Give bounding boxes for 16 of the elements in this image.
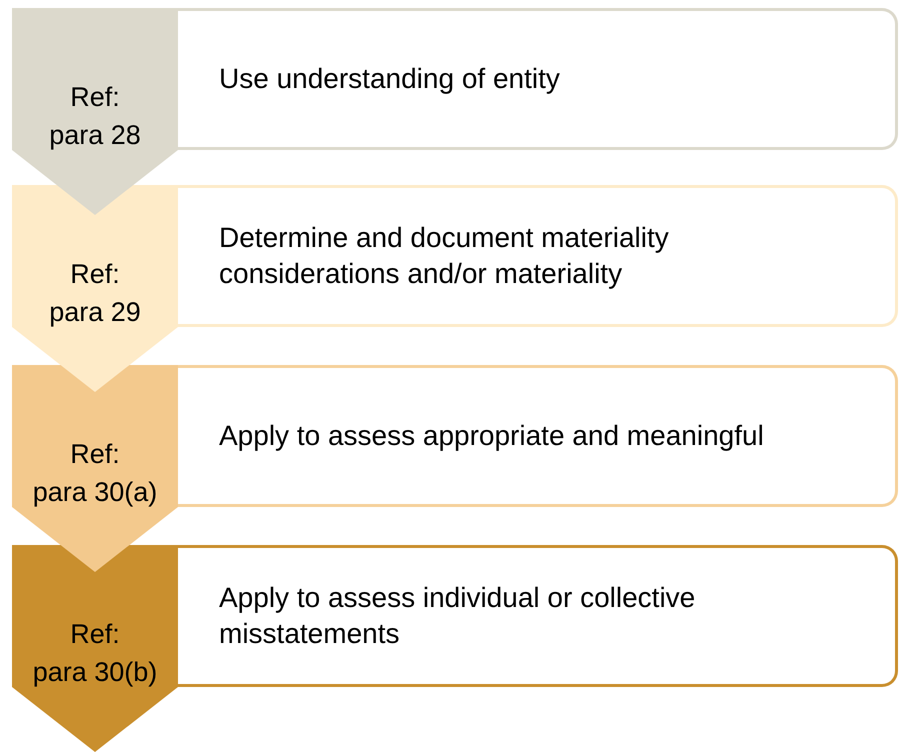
reference-label: para 30(b) — [32, 656, 158, 689]
reference-label: para 28 — [49, 119, 141, 152]
reference-label: para 30(a) — [32, 476, 158, 509]
step-box — [178, 365, 898, 507]
step-box — [178, 8, 898, 150]
reference-label: Ref: — [70, 81, 120, 114]
step-text: Apply to assess appropriate and meaningful — [219, 419, 764, 453]
reference-label: Ref: — [70, 258, 120, 291]
reference-label: Ref: — [70, 618, 120, 651]
reference-label: Ref: — [70, 438, 120, 471]
step-text: Use understanding of entity — [219, 62, 560, 96]
step-text: Determine and document materiality considerations and/or materiality — [219, 221, 670, 291]
step-box — [178, 185, 898, 327]
step-box — [178, 545, 898, 687]
step-text: Apply to assess individual or collective misstatements — [219, 581, 696, 651]
reference-label: para 29 — [49, 296, 141, 329]
